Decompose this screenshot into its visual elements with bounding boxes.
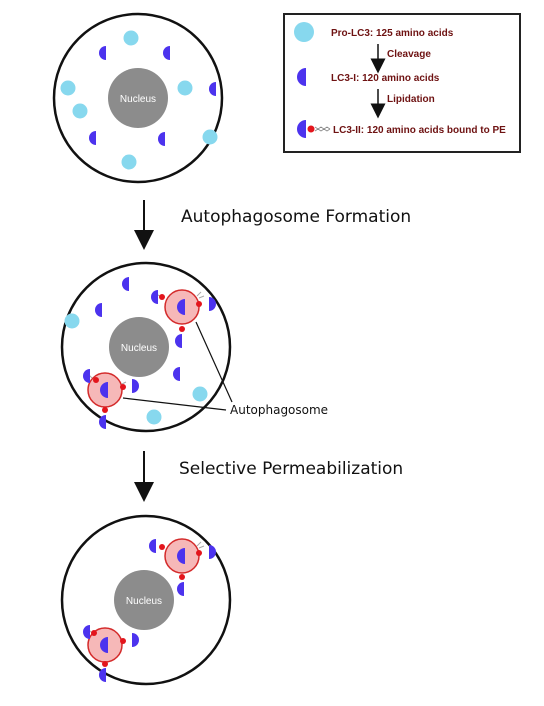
autophagosome [83,625,139,682]
lc3-i [209,82,216,96]
lc3-ii [177,582,184,596]
legend-lc3-ii-label: LC3-II: 120 amino acids bound to PE [333,125,506,136]
pro-lc3 [146,409,162,425]
callout-line [195,321,233,403]
pro-lc3 [64,313,80,329]
lc3-i [163,46,170,60]
lc3-ii [132,633,139,647]
legend-lc3-i-icon [296,67,306,87]
legend-lipidation-label: Lipidation [387,94,435,105]
lc3-i [158,132,165,146]
lc3-ii [83,369,90,383]
pro-lc3 [202,129,218,145]
nucleus-label: Nucleus [121,343,157,354]
legend-pro-lc3-label: Pro-LC3: 125 amino acids [331,28,454,39]
callout-autophagosome: Autophagosome [230,403,328,417]
legend-pro-lc3-icon [294,22,314,42]
lc3-i [122,277,129,291]
legend-cleavage-label: Cleavage [387,49,431,60]
pro-lc3 [123,30,139,46]
callout-line [122,397,227,411]
cell-formation: Nucleus [60,261,328,433]
lc3-ii [209,545,216,559]
legend-lc3-i-label: LC3-I: 120 amino acids [331,73,440,84]
lc3-ii [209,297,216,311]
nucleus-label: Nucleus [126,596,162,607]
pro-lc3 [60,80,76,96]
lc3-ii [175,334,182,348]
cell-permeabilized: Nucleus [60,514,232,686]
lc3-ii [99,668,106,682]
legend: Pro-LC3: 125 amino acids Cleavage LC3-I:… [283,13,521,153]
autophagosome [149,538,216,596]
pro-lc3 [72,103,88,119]
pro-lc3 [177,80,193,96]
nucleus [108,68,168,128]
pro-lc3 [121,154,137,170]
legend-lc3-ii-icon [297,120,331,138]
stage-label-permeabilization: Selective Permeabilization [179,459,403,479]
lc3-ii [149,539,156,553]
autophagosome [151,289,216,348]
cell-initial: Nucleus [52,12,224,184]
nucleus [109,317,169,377]
autophagosome [83,369,139,429]
lc3-i [89,131,96,145]
stage-label-formation: Autophagosome Formation [181,207,411,227]
lc3-ii [83,625,90,639]
lc3-ii [99,415,106,429]
lc3-i [95,303,102,317]
nucleus [114,570,174,630]
lc3-i [99,46,106,60]
lc3-ii [132,379,139,393]
lc3-ii [151,290,158,304]
lc3-i [173,367,180,381]
nucleus-label: Nucleus [120,94,156,105]
pro-lc3 [192,386,208,402]
